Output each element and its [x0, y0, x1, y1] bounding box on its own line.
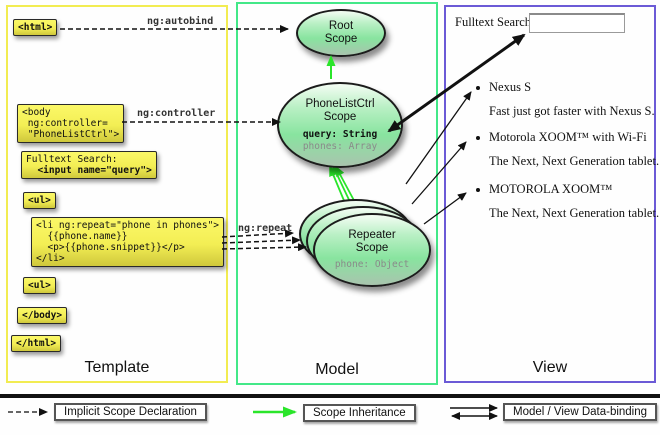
fulltext-search-code-box: Fulltext Search: <input name="query">: [21, 151, 157, 179]
body-open-tag-box: <body ng:controller= "PhoneListCtrl">: [17, 104, 125, 143]
model-column: Model: [236, 2, 438, 385]
html-open-tag-box: <html>: [13, 19, 58, 36]
root-scope-title: Root: [328, 20, 354, 32]
code-line: <p>{{phone.snippet}}</p>: [36, 242, 185, 253]
ctrl-scope-phones-prop: phones: Array: [302, 140, 378, 152]
code-line: Fulltext Search:: [26, 154, 118, 165]
code-line: <ul>: [28, 280, 51, 291]
code-line: "PhoneListCtrl">: [22, 129, 120, 140]
code-line: {{phone.name}}: [36, 231, 128, 242]
legend-model-view-data-binding: Model / View Data-binding: [503, 403, 658, 421]
view-column-label: View: [532, 359, 568, 376]
repeater-scope-ellipse-front: Repeater Scope phone: Object: [313, 213, 431, 287]
html-close-tag-box: </html>: [11, 335, 62, 352]
code-line: <html>: [18, 22, 53, 33]
repeater-scope-title: Scope: [355, 242, 389, 254]
view-item-title: Nexus S: [475, 80, 532, 94]
ctrl-scope-query-prop: query: String: [302, 128, 378, 140]
legend-scope-inheritance: Scope Inheritance: [303, 404, 416, 422]
view-item-desc: Fast just got faster with Nexus S.: [489, 104, 655, 118]
code-line: </html>: [16, 338, 57, 349]
li-repeat-code-box: <li ng:repeat="phone in phones"> {{phone…: [31, 217, 225, 267]
code-line: <ul>: [28, 195, 51, 206]
fulltext-search-input[interactable]: [529, 13, 625, 33]
view-item-desc: The Next, Next Generation tablet.: [489, 206, 660, 220]
legend-double-arrow: [450, 404, 498, 420]
code-line: ng:controller=: [22, 118, 108, 129]
ng-autobind-label: ng:autobind: [147, 16, 214, 27]
root-scope-ellipse: Root Scope: [296, 9, 386, 57]
repeater-scope-phone-prop: phone: Object: [334, 259, 410, 270]
legend-implicit-scope-declaration: Implicit Scope Declaration: [54, 403, 207, 421]
ng-repeat-label: ng:repeat: [238, 223, 293, 234]
view-fulltext-search-label: Fulltext Search:: [455, 15, 535, 29]
repeater-scope-title: Repeater: [348, 229, 396, 241]
root-scope-title: Scope: [324, 33, 358, 45]
view-item-desc: The Next, Next Generation tablet.: [489, 154, 660, 168]
ul-close-tag-box: <ul>: [23, 277, 56, 294]
code-line: <li ng:repeat="phone in phones">: [36, 220, 220, 231]
model-column-label: Model: [315, 361, 359, 378]
phonelistctrl-scope-ellipse: PhoneListCtrl Scope query: String phones…: [277, 82, 403, 168]
template-column-label: Template: [84, 359, 150, 376]
body-close-tag-box: </body>: [17, 307, 68, 324]
code-line: <input name="query">: [26, 165, 152, 176]
view-item-title: MOTOROLA XOOM™: [476, 182, 613, 196]
ul-open-tag-box: <ul>: [23, 192, 56, 209]
ctrl-scope-title: PhoneListCtrl: [305, 97, 375, 110]
template-column: Template: [6, 5, 228, 383]
code-line: </li>: [36, 253, 65, 264]
ctrl-scope-title: Scope: [323, 110, 357, 123]
ng-controller-label: ng:controller: [137, 108, 216, 119]
code-line: <body: [22, 107, 51, 118]
view-item-title: Motorola XOOM™ with Wi-Fi: [476, 130, 647, 144]
code-line: </body>: [22, 310, 63, 321]
